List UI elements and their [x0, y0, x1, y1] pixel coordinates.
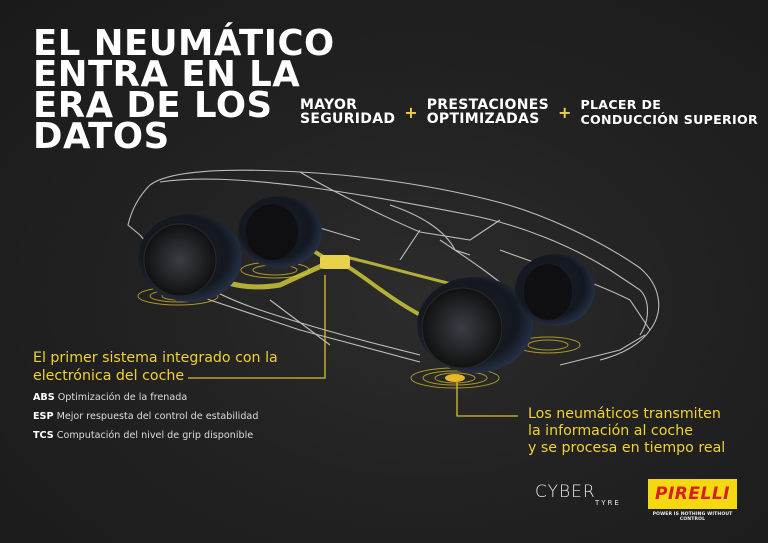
feature-code: TCS	[33, 430, 54, 441]
headline: EL NEUMÁTICO ENTRA EN LA ERA DE LOS DATO…	[33, 23, 335, 157]
callout-line: Los neumáticos transmiten	[528, 406, 721, 422]
callout-leader-line	[456, 382, 518, 417]
benefit-driving-pleasure: PLACER DE CONDUCCIÓN SUPERIOR	[580, 97, 758, 127]
feature-code: ESP	[33, 411, 54, 422]
feature-text: Mejor respuesta del control de estabilid…	[56, 411, 259, 422]
benefit-line: PRESTACIONES	[426, 97, 550, 113]
tyre-sensor	[445, 374, 465, 382]
pirelli-wordmark: PIRELLI	[655, 484, 730, 504]
pirelli-slogan: POWER IS NOTHING WITHOUT CONTROL	[652, 512, 733, 522]
cyber-tyre-logo: CYBER TYRE	[535, 482, 619, 507]
benefit-line: MAYOR	[300, 97, 358, 113]
callout-line: y se procesa en tiempo real	[528, 440, 726, 456]
benefit-line: PLACER DE	[580, 97, 662, 112]
callout-line: electrónica del coche	[33, 368, 185, 384]
pirelli-logo: PIRELLI	[648, 479, 737, 509]
wheel-rear-right	[238, 196, 322, 268]
features-list: ABS Optimización de la frenada ESP Mejor…	[33, 392, 258, 449]
benefit-line: OPTIMIZADAS	[426, 111, 540, 127]
headline-line: ERA DE LOS	[33, 85, 273, 126]
benefit-line: SEGURIDAD	[300, 111, 396, 127]
feature-text: Optimización de la frenada	[57, 392, 188, 403]
ecu-module	[320, 255, 350, 269]
cyber-logo-word: CYBER	[535, 482, 596, 502]
plus-icon: +	[404, 102, 418, 122]
transmission-callout: Los neumáticos transmiten la información…	[528, 406, 725, 457]
benefit-performance: PRESTACIONES OPTIMIZADAS	[427, 98, 549, 126]
benefit-safety: MAYOR SEGURIDAD	[300, 98, 395, 126]
feature-tcs: TCS Computación del nivel de grip dispon…	[33, 430, 258, 449]
callout-line: El primer sistema integrado con la	[33, 350, 278, 366]
wheel-front-left	[417, 277, 533, 373]
callout-line: la información al coche	[528, 423, 693, 439]
feature-code: ABS	[33, 392, 55, 403]
wheel-front-right	[515, 254, 595, 326]
feature-abs: ABS Optimización de la frenada	[33, 392, 258, 411]
feature-text: Computación del nivel de grip disponible	[56, 430, 254, 441]
plus-icon: +	[558, 102, 572, 122]
feature-esp: ESP Mejor respuesta del control de estab…	[33, 411, 258, 430]
wheel-rear-left	[138, 214, 242, 302]
headline-line: EL NEUMÁTICO	[33, 23, 335, 64]
callout-leader-line	[188, 275, 326, 379]
integration-callout: El primer sistema integrado con la elect…	[33, 349, 278, 385]
benefit-line: CONDUCCIÓN SUPERIOR	[580, 112, 759, 127]
headline-line: DATOS	[33, 116, 170, 157]
benefits-row: MAYOR SEGURIDAD + PRESTACIONES OPTIMIZAD…	[300, 97, 758, 127]
headline-line: ENTRA EN LA	[33, 54, 301, 95]
cyber-logo-sub: TYRE	[595, 499, 621, 507]
